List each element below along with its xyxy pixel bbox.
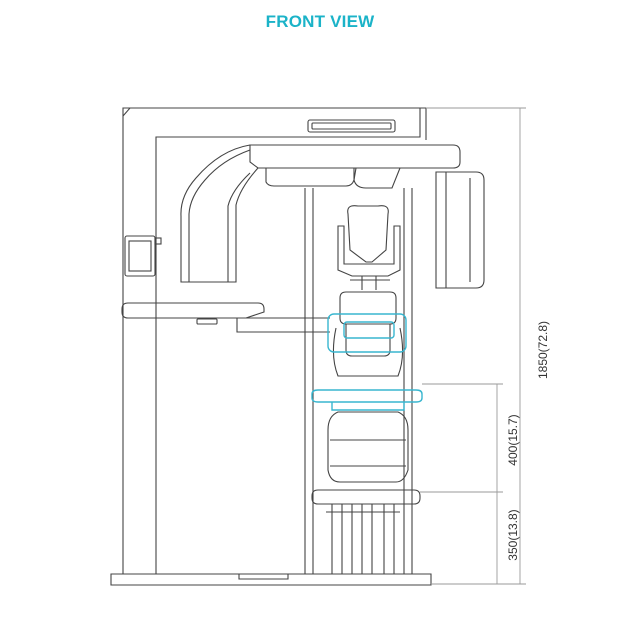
middle-height-label: 400(15.7) (506, 414, 520, 465)
highlighted-parts (311, 313, 423, 411)
arm-curve-inner (188, 149, 251, 282)
side-control-box (124, 235, 156, 277)
column-top-edge (122, 107, 131, 117)
top-display-inner (311, 122, 392, 130)
control-shelf (121, 302, 265, 319)
sensor-panel-inner (445, 172, 471, 288)
side-knob (154, 237, 162, 245)
lower-legs (331, 504, 395, 574)
chin-rest-lower (345, 324, 391, 357)
lower-shelf (311, 489, 421, 505)
chin-rest (339, 291, 397, 325)
inner-column (304, 188, 413, 574)
upper-arm (249, 144, 461, 169)
arm-under-piece (265, 167, 357, 187)
lift-body-line (330, 439, 406, 467)
page-title: FRONT VIEW (265, 12, 375, 31)
machine-outline (110, 107, 485, 586)
lift-body (327, 411, 409, 483)
grip-bar-highlight (311, 389, 423, 403)
total-height-label: 1850(72.8) (536, 321, 550, 379)
arm-curve (180, 144, 259, 283)
dimension-lines (420, 107, 526, 585)
arm-under-piece-2 (353, 167, 401, 189)
bite-block-highlight (327, 313, 407, 353)
sensor-panel (435, 171, 485, 289)
top-display-slot (307, 119, 396, 133)
head-support-stem (350, 276, 390, 290)
grip-bar-lower (331, 402, 405, 411)
base-step (238, 574, 289, 580)
bite-block-inner (343, 321, 395, 339)
side-control-inner (128, 240, 152, 272)
left-arm (236, 317, 330, 333)
base-plate (110, 573, 432, 586)
head-support-frame (337, 225, 401, 277)
main-column (122, 107, 427, 574)
head-support (347, 205, 389, 263)
handle-frame (332, 327, 404, 377)
shelf-button (196, 318, 218, 325)
base-height-label: 350(13.8) (506, 509, 520, 560)
arm-curve-inner-2 (227, 172, 251, 282)
